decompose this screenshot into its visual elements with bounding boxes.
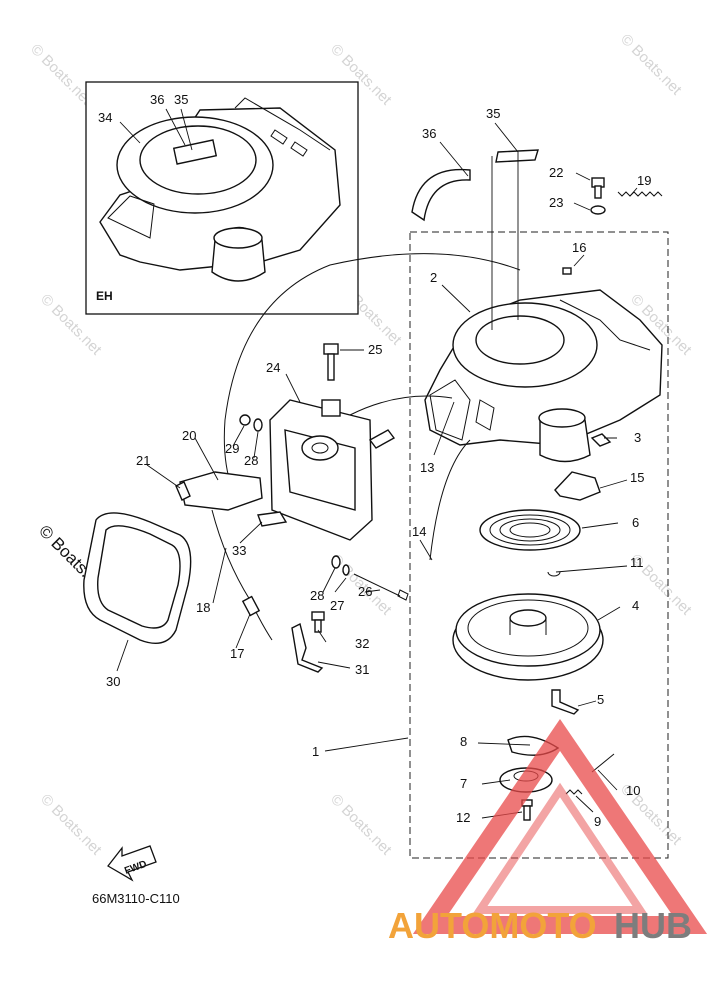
washer-23 — [590, 205, 606, 215]
callout-23: 23 — [549, 195, 563, 210]
washer-27 — [342, 564, 350, 576]
nut-29 — [239, 414, 251, 426]
pawl-5 — [551, 689, 580, 715]
callout-1: 1 — [312, 744, 319, 759]
callout-4: 4 — [632, 598, 639, 613]
assembly-boundary — [409, 231, 669, 859]
watermark: © Boats.net — [37, 791, 105, 859]
spring-19 — [617, 191, 663, 197]
callouts: 36 35 34 35 36 22 19 23 16 2 25 24 3 20 … — [98, 92, 651, 829]
cover-30 — [83, 512, 192, 644]
callout-10: 10 — [626, 783, 640, 798]
part-code: 66M3110-C110 — [92, 891, 180, 906]
callout-12: 12 — [456, 810, 470, 825]
starter-housing — [424, 289, 663, 463]
callout-27: 27 — [330, 598, 344, 613]
callout-6: 6 — [632, 515, 639, 530]
brand-text-part2: HUB — [614, 905, 692, 946]
watermark: © Boats.net — [27, 41, 95, 109]
callout-31: 31 — [355, 662, 369, 677]
pin-16 — [562, 267, 572, 275]
callout-16: 16 — [572, 240, 586, 255]
callout-13: 13 — [420, 460, 434, 475]
bracket-31 — [291, 622, 324, 673]
brand-watermark: AUTOMOTO HUB — [388, 719, 708, 946]
callout-14: 14 — [412, 524, 426, 539]
callout-9: 9 — [594, 814, 601, 829]
bracket-21 — [175, 481, 191, 501]
callout-3: 3 — [634, 430, 641, 445]
cable-14 — [429, 439, 471, 561]
callout-28: 28 — [244, 453, 258, 468]
grip-20 — [179, 471, 263, 511]
callout-30: 30 — [106, 674, 120, 689]
washer-28b — [331, 555, 341, 569]
washer-28 — [253, 418, 263, 432]
spring-9 — [565, 789, 583, 795]
callout-35: 35 — [486, 106, 500, 121]
cam-15 — [554, 471, 601, 501]
cable-18 — [211, 509, 273, 641]
leader-lines — [116, 108, 638, 819]
callout-34: 34 — [98, 110, 112, 125]
callout-28: 28 — [310, 588, 324, 603]
callout-19: 19 — [637, 173, 651, 188]
watermark: © Boats.net — [327, 791, 395, 859]
cable-end-17 — [241, 595, 261, 617]
callout-33: 33 — [232, 543, 246, 558]
handle-bracket-24 — [269, 399, 396, 541]
inset-label: EH — [96, 289, 113, 303]
callout-15: 15 — [630, 470, 644, 485]
bolt-26 — [353, 573, 409, 601]
bolt-22 — [591, 177, 605, 199]
callout-5: 5 — [597, 692, 604, 707]
callout-26: 26 — [358, 584, 372, 599]
callout-2: 2 — [430, 270, 437, 285]
callout-8: 8 — [460, 734, 467, 749]
sheave-drum-4 — [452, 593, 604, 681]
bolt-32 — [311, 611, 325, 633]
callout-22: 22 — [549, 165, 563, 180]
plate — [495, 149, 539, 163]
callout-25: 25 — [368, 342, 382, 357]
callout-32: 32 — [355, 636, 369, 651]
callout-29: 29 — [225, 441, 239, 456]
callout-20: 20 — [182, 428, 196, 443]
brand-text-part1: AUTOMOTO — [388, 905, 597, 946]
spiral-spring-6 — [479, 509, 581, 551]
clip-11 — [547, 571, 561, 577]
callout-35: 35 — [174, 92, 188, 107]
callout-36: 36 — [422, 126, 436, 141]
callout-11: 11 — [630, 555, 644, 570]
callout-21: 21 — [136, 453, 150, 468]
bolt-25 — [323, 343, 339, 381]
callout-36: 36 — [150, 92, 164, 107]
callout-17: 17 — [230, 646, 244, 661]
bolt-12 — [521, 799, 533, 821]
inset-eh: EH — [85, 81, 359, 315]
callout-7: 7 — [460, 776, 467, 791]
watermark: © Boats.net — [617, 31, 685, 99]
fwd-arrow-icon: FWD — [107, 845, 157, 882]
hose — [411, 168, 471, 222]
callout-18: 18 — [196, 600, 210, 615]
cable — [223, 253, 521, 489]
clip-3 — [590, 433, 612, 447]
label-33 — [257, 511, 288, 527]
callout-24: 24 — [266, 360, 280, 375]
spring-10 — [591, 753, 615, 773]
